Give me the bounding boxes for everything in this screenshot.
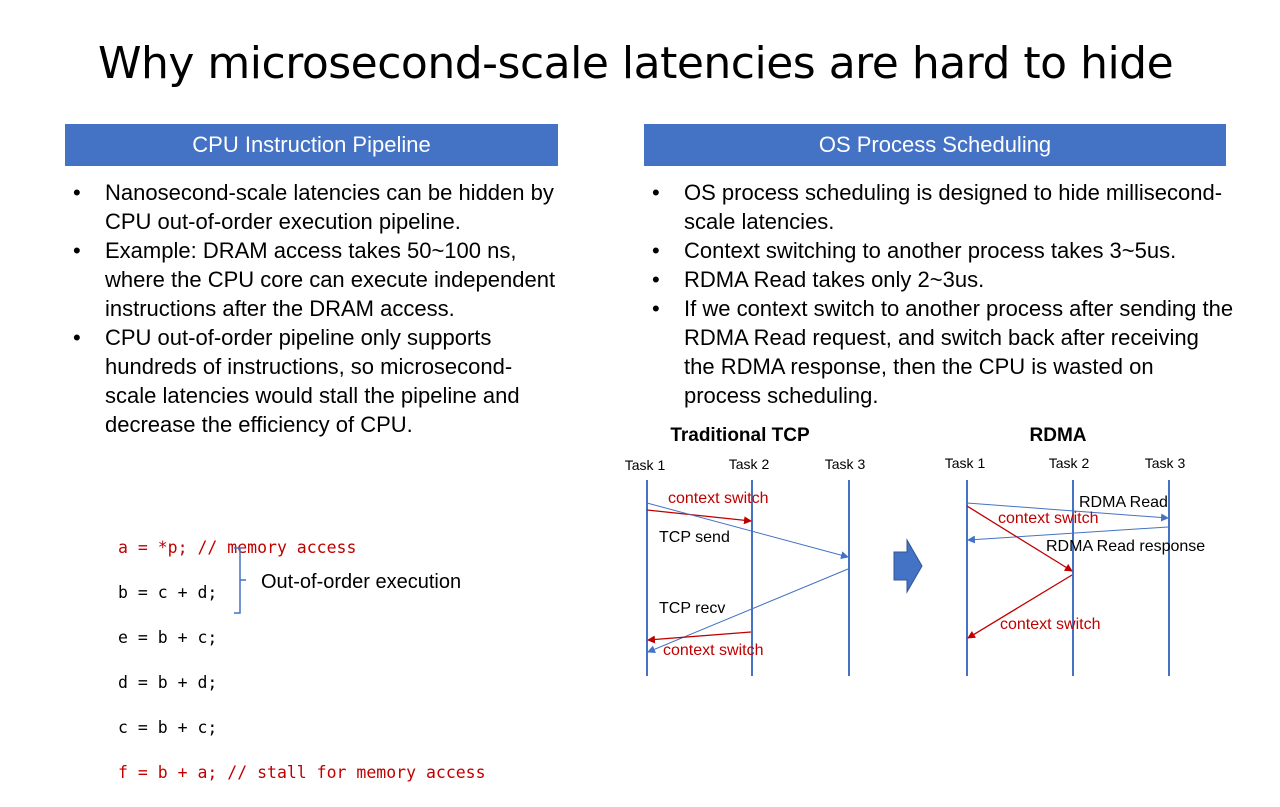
code-line: e = b + c; <box>118 627 218 647</box>
cpu-pipeline-bullets: Nanosecond-scale latencies can be hidden… <box>65 178 560 439</box>
tcp-context-switch-label: context switch <box>663 642 763 659</box>
bullet-item: Example: DRAM access takes 50~100 ns, wh… <box>65 236 560 323</box>
bullet-item: Nanosecond-scale latencies can be hidden… <box>65 178 560 236</box>
brace-bracket <box>234 547 246 614</box>
rdma-read-label: RDMA Read <box>1079 494 1168 511</box>
cpu-pipeline-header: CPU Instruction Pipeline <box>65 124 558 166</box>
tcp-task-label: Task 2 <box>729 456 770 472</box>
tcp-context-switch-label: context switch <box>668 490 768 507</box>
rdma-context-switch-label: context switch <box>998 510 1098 527</box>
os-scheduling-bullets: OS process scheduling is designed to hid… <box>644 178 1234 410</box>
rdma-context-switch-back-arrow <box>967 574 1073 639</box>
tcp-recv-arrow <box>647 568 849 654</box>
rdma-diagram: RDMA Task 1 Task 2 Task 3 RDMA Read cont… <box>945 425 1205 676</box>
transition-arrow-icon <box>893 538 923 594</box>
tcp-diagram: Traditional TCP Task 1 Task 2 Task 3 con… <box>625 425 866 676</box>
code-line: f = b + a; // stall for memory access <box>118 762 486 782</box>
timeline-diagrams: Out-of-order execution Traditional TCP T… <box>234 425 1205 676</box>
bullet-item: If we context switch to another process … <box>644 294 1234 410</box>
bullet-item: CPU out-of-order pipeline only supports … <box>65 323 560 439</box>
tcp-recv-label: TCP recv <box>659 600 725 617</box>
tcp-context-switch-back-arrow <box>647 631 752 644</box>
tcp-send-label: TCP send <box>659 529 730 546</box>
rdma-context-switch-arrow <box>966 505 1073 572</box>
code-line: a = *p; // memory access <box>118 537 357 557</box>
tcp-task-label: Task 1 <box>625 457 666 473</box>
tcp-context-switch-arrow <box>646 509 752 525</box>
page-title: Why microsecond-scale latencies are hard… <box>98 38 1174 89</box>
bullet-item: RDMA Read takes only 2~3us. <box>644 265 1234 294</box>
rdma-task-label: Task 3 <box>1145 455 1186 471</box>
code-line: b = c + d; <box>118 582 218 602</box>
tcp-task-label: Task 3 <box>825 456 866 472</box>
tcp-send-arrow <box>646 502 849 560</box>
bullet-item: OS process scheduling is designed to hid… <box>644 178 1234 236</box>
rdma-response-arrow <box>967 526 1169 544</box>
code-line: d = b + d; <box>118 672 218 692</box>
os-scheduling-header: OS Process Scheduling <box>644 124 1226 166</box>
tcp-diagram-title: Traditional TCP <box>670 425 810 446</box>
rdma-response-label: RDMA Read response <box>1046 538 1205 555</box>
rdma-context-switch-label: context switch <box>1000 616 1100 633</box>
rdma-task-label: Task 1 <box>945 455 986 471</box>
brace-label: Out-of-order execution <box>261 571 461 593</box>
rdma-read-arrow <box>966 502 1169 522</box>
rdma-task-label: Task 2 <box>1049 455 1090 471</box>
rdma-diagram-title: RDMA <box>1030 425 1087 446</box>
bullet-item: Context switching to another process tak… <box>644 236 1234 265</box>
